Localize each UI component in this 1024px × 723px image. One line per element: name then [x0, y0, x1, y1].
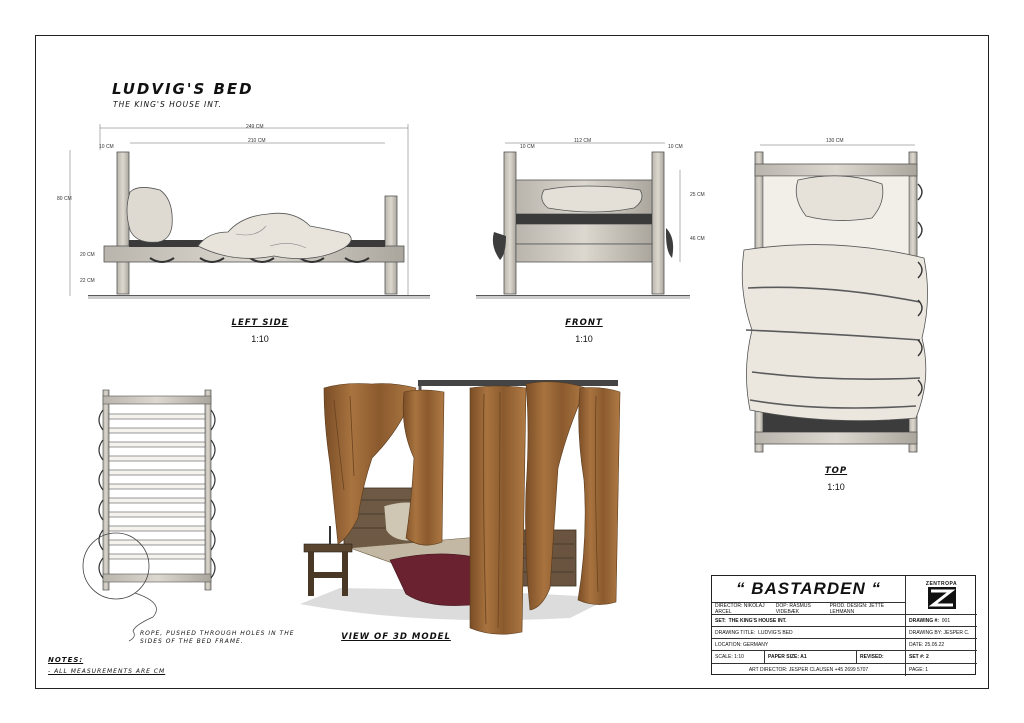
paper-size: PAPER SIZE: A1	[764, 650, 856, 663]
drawing-number-cell: DRAWING #: 001	[905, 614, 977, 626]
date: DATE: 25.05.22	[905, 638, 977, 650]
scale-row	[712, 650, 977, 663]
front-post-right	[651, 151, 665, 295]
left-footpost	[384, 195, 398, 295]
front-post-left	[503, 151, 517, 295]
drawing-title-label: DRAWING TITLE:	[715, 629, 756, 636]
dim-left-height: 80 CM	[57, 196, 72, 202]
dim-left-leg: 22 CM	[80, 278, 95, 284]
left-side-label: LEFT SIDE	[231, 318, 289, 328]
set-row: SET: THE KING'S HOUSE INT.	[712, 614, 905, 626]
dim-front-lower: 46 CM	[690, 236, 705, 242]
slats-plan-view	[82, 389, 216, 642]
set-number: SET #: 2	[905, 650, 977, 663]
front-view	[476, 142, 690, 299]
crew-row: DIRECTOR: NIKOLAJ ARCEL DOP: RASMUS VIDE…	[712, 602, 905, 615]
dim-front-post-left: 10 CM	[520, 144, 535, 150]
revised: REVISED:	[856, 650, 905, 663]
scale: SCALE: 1:10	[715, 653, 744, 660]
prod-design: PROD. DESIGN: JETTE LEHMANN	[829, 602, 885, 615]
drawing-number-label: DRAWING #:	[909, 617, 939, 624]
notes-item: - ALL MEASUREMENTS ARE CM	[48, 668, 166, 675]
top-view	[741, 144, 928, 453]
drawing-border	[35, 35, 989, 689]
drawing-by: DRAWING BY: JESPER C.	[905, 626, 977, 638]
production-title: “ BASTARDEN “	[736, 579, 881, 598]
location: LOCATION: GERMANY	[712, 638, 977, 650]
dim-front-post-right: 10 CM	[668, 144, 683, 150]
drawing-number: 001	[941, 617, 951, 624]
notes-heading: NOTES:	[48, 656, 84, 664]
title-block: “ BASTARDEN “ ZENTROPA DIRECTOR: NIKOLAJ…	[711, 575, 977, 676]
set-value: THE KING'S HOUSE INT.	[728, 617, 787, 624]
left-side-view	[69, 124, 430, 299]
studio-logo-text: ZENTROPA	[925, 581, 958, 587]
left-side-scale: 1:10	[251, 334, 269, 344]
set-label: SET:	[715, 617, 726, 624]
page-number: PAGE: 1	[905, 663, 977, 676]
studio-logo-cell: ZENTROPA	[905, 576, 977, 614]
studio-logo-icon	[927, 587, 956, 609]
dim-left-total: 249 CM	[246, 124, 264, 130]
dim-front-upper: 25 CM	[690, 192, 705, 198]
drawing-subtitle: THE KING'S HOUSE INT.	[113, 100, 222, 109]
left-headpost	[116, 151, 130, 295]
director: DIRECTOR: NIKOLAJ ARCEL	[715, 602, 765, 615]
model-label: VIEW OF 3D MODEL	[341, 632, 451, 642]
dim-left-post: 10 CM	[99, 144, 114, 150]
art-director: ART DIRECTOR: JESPER CLAUSEN +45 2699 57…	[712, 663, 905, 676]
drawing-title: LUDVIG'S BED	[112, 80, 254, 98]
rope-note: ROPE, PUSHED THROUGH HOLES IN THE SIDES …	[140, 630, 295, 645]
top-label: TOP	[824, 466, 848, 476]
3d-model-view	[300, 380, 621, 635]
front-scale: 1:10	[575, 334, 593, 344]
dop: DOP: RASMUS VIDEBÆK	[775, 602, 811, 615]
drawing-title-value: LUDVIG'S BED	[758, 629, 793, 636]
front-label: FRONT	[565, 318, 603, 328]
dim-top-width: 130 CM	[826, 138, 844, 144]
drawing-title-row: DRAWING TITLE: LUDVIG'S BED	[712, 626, 977, 638]
dim-left-frame: 20 CM	[80, 252, 95, 258]
top-scale: 1:10	[827, 482, 845, 492]
dim-left-inner: 210 CM	[248, 138, 266, 144]
dim-front-width: 112 CM	[574, 138, 592, 144]
